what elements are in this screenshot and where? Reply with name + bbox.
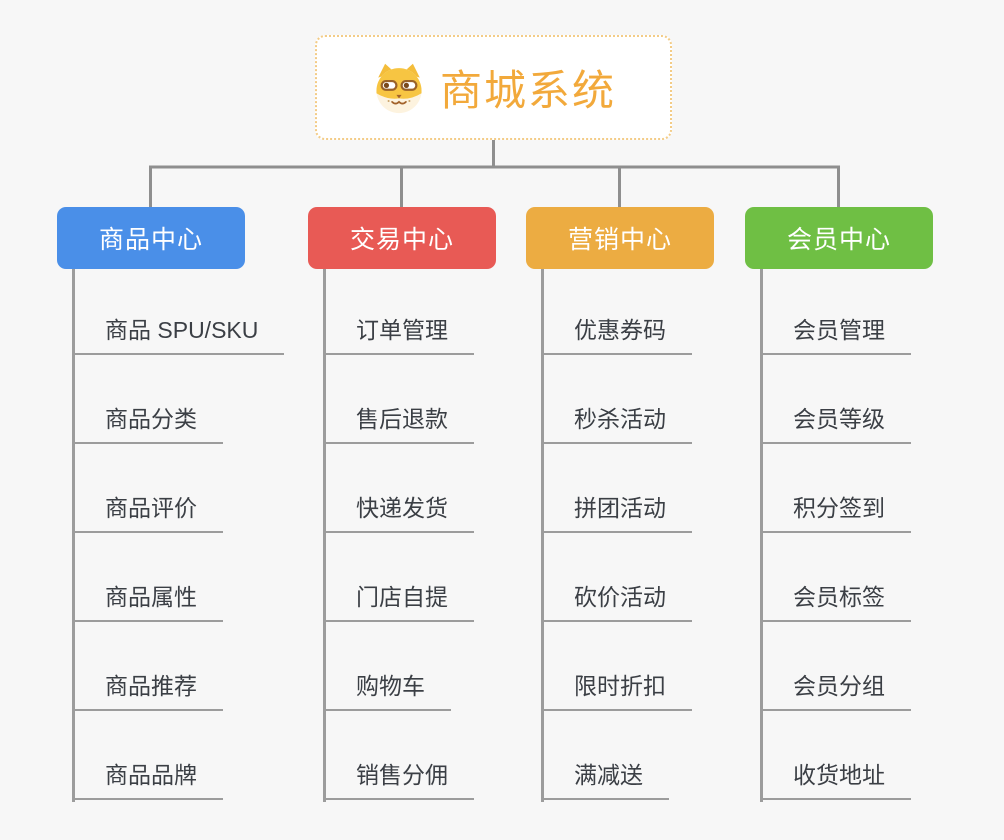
branch-marketing-center: 营销中心 优惠券码 秒杀活动 拼团活动 砍价活动 限时折扣 满减送	[526, 0, 714, 840]
leaf-node[interactable]: 商品属性	[72, 582, 223, 622]
root-title: 商城系统	[439, 67, 616, 114]
leaf-node[interactable]: 购物车	[323, 671, 451, 711]
leaf-node[interactable]: 快递发货	[323, 493, 474, 533]
leaf-node[interactable]: 积分签到	[760, 493, 911, 533]
leaf-node[interactable]: 商品品牌	[72, 760, 223, 800]
leaf-node[interactable]: 拼团活动	[541, 493, 692, 533]
leaf-node[interactable]: 门店自提	[323, 582, 474, 622]
branch-member-center: 会员中心 会员管理 会员等级 积分签到 会员标签 会员分组 收货地址	[745, 0, 933, 840]
branch-spine	[323, 269, 326, 802]
leaf-node[interactable]: 会员管理	[760, 315, 911, 355]
leaf-node[interactable]: 会员分组	[760, 671, 911, 711]
shiba-dog-icon	[376, 63, 422, 113]
branch-spine	[541, 269, 544, 802]
branch-node[interactable]: 会员中心	[745, 207, 933, 269]
leaf-node[interactable]: 优惠券码	[541, 315, 692, 355]
leaf-node[interactable]: 商品 SPU/SKU	[72, 315, 285, 355]
leaf-node[interactable]: 商品推荐	[72, 671, 223, 711]
leaf-node[interactable]: 商品评价	[72, 493, 223, 533]
leaf-node[interactable]: 售后退款	[323, 404, 474, 444]
root-node[interactable]: 商城系统	[315, 35, 672, 140]
leaf-node[interactable]: 会员标签	[760, 582, 911, 622]
leaf-node[interactable]: 秒杀活动	[541, 404, 692, 444]
branch-product-center: 商品中心 商品 SPU/SKU 商品分类 商品评价 商品属性 商品推荐 商品品牌	[57, 0, 285, 840]
leaf-node[interactable]: 收货地址	[760, 760, 911, 800]
branch-node[interactable]: 交易中心	[308, 207, 496, 269]
branch-node[interactable]: 营销中心	[526, 207, 714, 269]
branch-spine	[760, 269, 763, 802]
leaf-node[interactable]: 商品分类	[72, 404, 223, 444]
branch-spine	[72, 269, 75, 802]
leaf-node[interactable]: 砍价活动	[541, 582, 692, 622]
branch-trade-center: 交易中心 订单管理 售后退款 快递发货 门店自提 购物车 销售分佣	[308, 0, 496, 840]
leaf-node[interactable]: 会员等级	[760, 404, 911, 444]
leaf-node[interactable]: 限时折扣	[541, 671, 692, 711]
leaf-node[interactable]: 订单管理	[323, 315, 474, 355]
branch-node[interactable]: 商品中心	[57, 207, 245, 269]
leaf-node[interactable]: 销售分佣	[323, 760, 474, 800]
leaf-node[interactable]: 满减送	[541, 760, 669, 800]
